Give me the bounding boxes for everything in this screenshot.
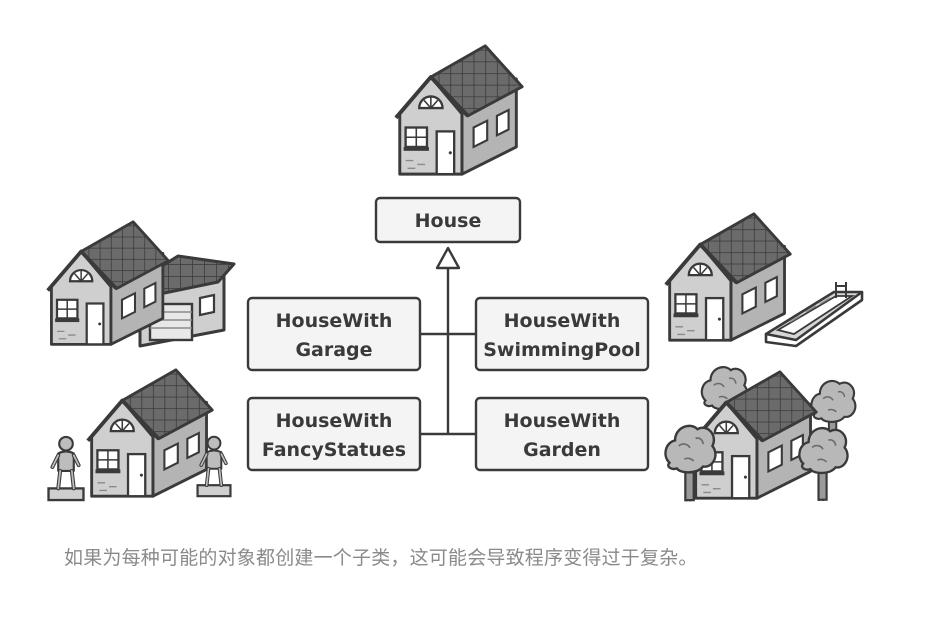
inheritance-connectors <box>420 268 476 436</box>
house-with-swimmingpool-class-box: HouseWith SwimmingPool <box>474 296 650 372</box>
house-with-fancystatues-line1: HouseWith <box>276 410 393 432</box>
house-with-garage-line2: Garage <box>295 339 372 361</box>
house-illustration <box>393 43 525 177</box>
inheritance-arrowhead <box>435 246 461 270</box>
house-with-garden-illustration <box>664 365 857 502</box>
house-with-pool-illustration <box>663 211 864 348</box>
house-with-swimmingpool-line2: SwimmingPool <box>483 339 641 361</box>
figure-caption: 如果为每种可能的对象都创建一个子类，这可能会导致程序变得过于复杂。 <box>64 547 698 569</box>
house-with-statues-illustration <box>49 367 233 500</box>
house-class-label: House <box>415 210 482 232</box>
house-with-fancystatues-class-box: HouseWith FancyStatues <box>246 396 422 472</box>
house-with-garden-line1: HouseWith <box>504 410 621 432</box>
class-diagram: House HouseWith Garage HouseWith Swimmin… <box>45 43 864 530</box>
house-with-garden-line2: Garden <box>523 439 601 461</box>
house-with-fancystatues-line2: FancyStatues <box>262 439 406 461</box>
house-with-garage-line1: HouseWith <box>276 310 393 332</box>
house-with-garden-class-box: HouseWith Garden <box>474 396 650 472</box>
statue-left-icon <box>49 437 84 500</box>
house-class-box: House <box>374 196 522 244</box>
house-with-garage-illustration <box>45 219 236 348</box>
house-with-garage-class-box: HouseWith Garage <box>246 296 422 372</box>
house-with-swimmingpool-line1: HouseWith <box>504 310 621 332</box>
